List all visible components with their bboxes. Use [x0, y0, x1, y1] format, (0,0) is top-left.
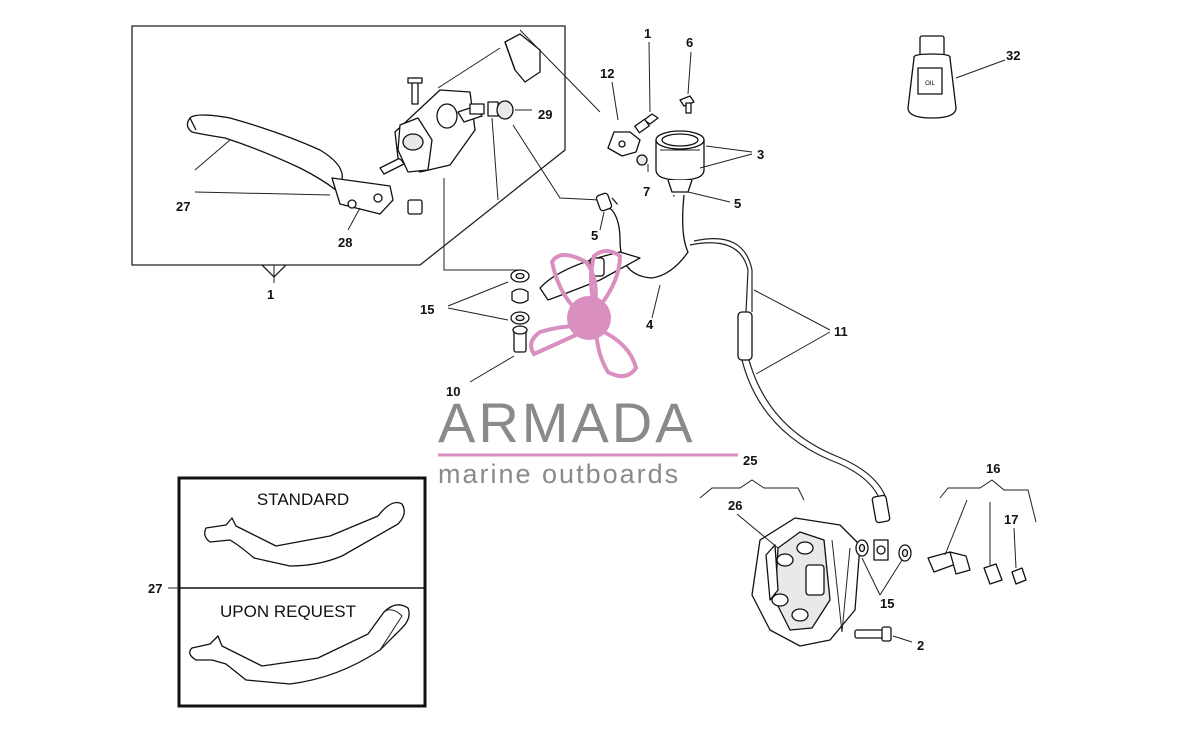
callout-15-lower: 15	[880, 596, 894, 611]
reservoir-bracket-12	[607, 131, 641, 157]
watermark-tagline: marine outboards	[438, 459, 680, 489]
propeller-logo	[529, 249, 639, 379]
nut-7	[636, 154, 648, 166]
oil-bottle-32: OIL	[907, 35, 957, 119]
callout-16: 16	[986, 461, 1000, 476]
screw-1	[634, 113, 659, 134]
leader-27-b	[194, 191, 331, 196]
callout-6: 6	[686, 35, 693, 50]
master-cylinder-body	[394, 77, 483, 173]
callout-4: 4	[646, 317, 654, 332]
leader-lines	[447, 41, 1037, 643]
brake-line-11	[689, 238, 891, 524]
leader-clamp	[519, 29, 601, 113]
callout-17: 17	[1004, 512, 1018, 527]
leader-hose-alt	[491, 117, 499, 201]
callout-15-upper: 15	[420, 302, 434, 317]
callout-5-left: 5	[591, 228, 598, 243]
screw-6	[679, 95, 695, 114]
caliper-pads-26	[765, 544, 779, 601]
callout-27-lever: 27	[176, 199, 190, 214]
callout-1-screw: 1	[644, 26, 651, 41]
banjo-fitting-29	[469, 100, 514, 120]
watermark-brand: ARMADA	[438, 391, 696, 454]
callout-28: 28	[338, 235, 352, 250]
bottle-label: OIL	[925, 81, 935, 87]
request-lever-outline	[189, 604, 410, 685]
callout-29: 29	[538, 107, 552, 122]
standard-lever-outline	[204, 501, 405, 567]
handlebar-clamp	[504, 33, 541, 83]
armada-watermark: ARMADA marine outboards	[438, 249, 738, 489]
lever-options-box: STANDARD UPON REQUEST	[168, 476, 427, 708]
callout-10: 10	[446, 384, 460, 399]
upon-request-label: UPON REQUEST	[220, 602, 356, 621]
callout-2: 2	[917, 638, 924, 653]
leader-28	[347, 207, 361, 231]
callout-5-right: 5	[734, 196, 741, 211]
callout-27-options: 27	[148, 581, 162, 596]
callout-25: 25	[743, 453, 757, 468]
lever-pivot-hardware	[379, 157, 423, 215]
leader-washers	[443, 178, 520, 271]
leader-clamp-2	[437, 47, 501, 89]
bleed-cap-17	[1011, 567, 1027, 585]
banjo-bolt-10	[512, 325, 528, 353]
callout-7: 7	[643, 184, 650, 199]
leader-hose-5	[512, 124, 601, 201]
bleed-valve-16	[927, 551, 1003, 585]
callout-12: 12	[600, 66, 614, 81]
master-cylinder-group-box	[131, 25, 566, 283]
callout-3: 3	[757, 147, 764, 162]
callout-numbers: 1 1 6 12 32 29 3 7 5 5 27 28 15 4 11 10 …	[148, 26, 1020, 653]
callout-11: 11	[834, 324, 848, 339]
caliper-bolt-2	[854, 626, 892, 642]
washer-set-15-lower	[855, 539, 912, 562]
standard-label: STANDARD	[257, 490, 349, 509]
leader-27-a	[194, 139, 231, 171]
washer-set-15-upper	[510, 269, 530, 325]
callout-26: 26	[728, 498, 742, 513]
brake-lever-part	[186, 114, 394, 215]
callout-1-group: 1	[267, 287, 274, 302]
callout-32: 32	[1006, 48, 1020, 63]
fluid-reservoir-3	[655, 130, 705, 193]
